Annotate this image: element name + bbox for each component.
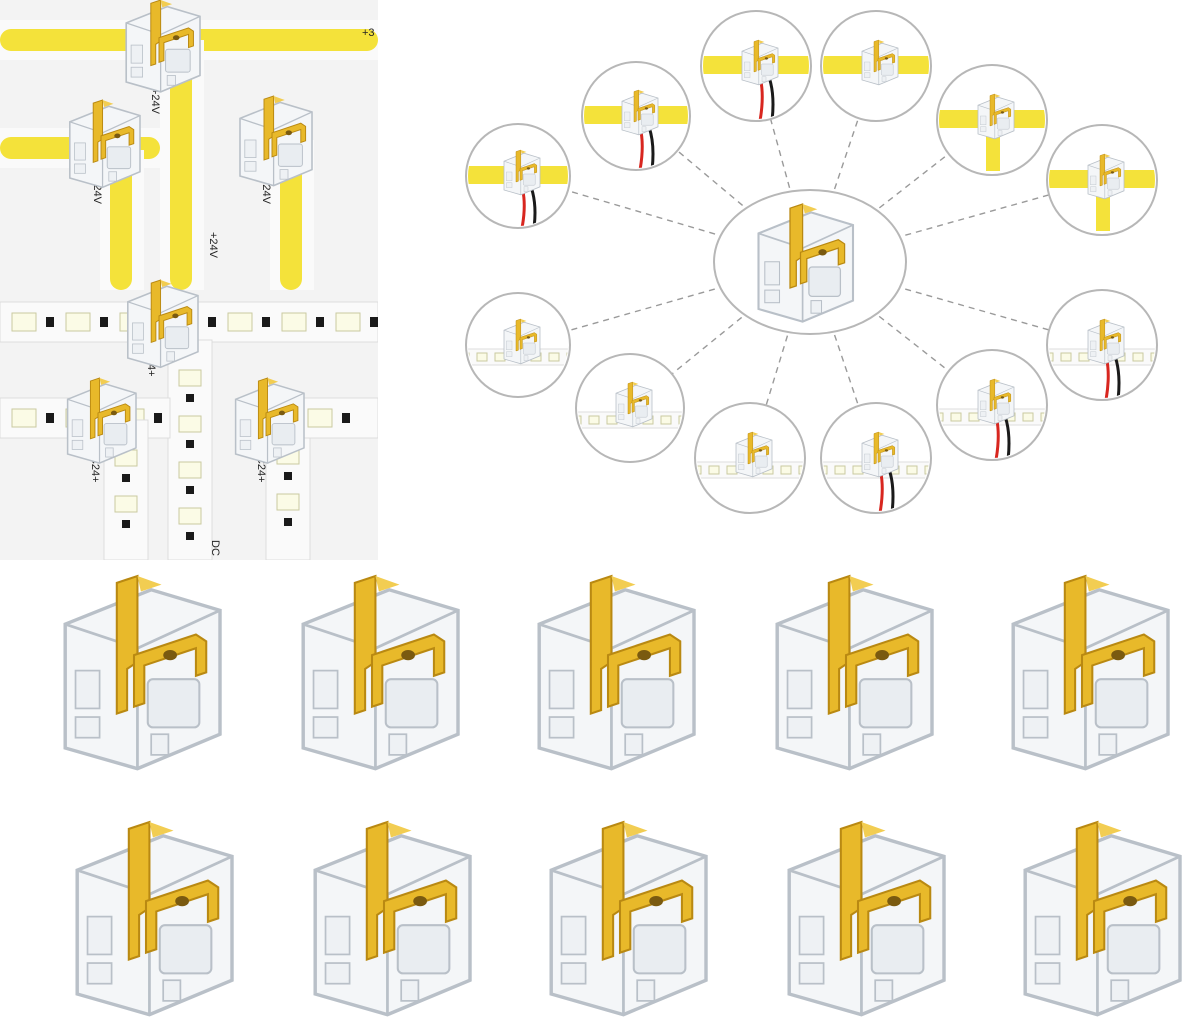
cob-strip-to-wire-icon — [465, 123, 571, 229]
product-connector-10 — [1023, 820, 1182, 1017]
led-chip — [227, 312, 253, 332]
resistor — [370, 317, 378, 327]
mini-connector-icon — [977, 378, 1015, 425]
mini-connector-icon — [741, 39, 779, 86]
led-chip — [178, 461, 202, 479]
resistor — [284, 518, 292, 526]
product-connector-7 — [313, 820, 472, 1017]
smd-strip-to-wire-icon — [1046, 289, 1158, 401]
connector-junction-3 — [239, 95, 313, 187]
led-chip — [276, 493, 300, 511]
mini-connector-icon — [1087, 153, 1125, 200]
led-chip — [114, 495, 138, 513]
led-chip — [65, 312, 91, 332]
resistor — [186, 532, 194, 540]
product-connector-9 — [787, 820, 946, 1017]
mini-connector-icon — [1087, 318, 1125, 365]
resistor — [154, 413, 162, 423]
product-connector-3 — [537, 574, 696, 771]
led-chip — [307, 408, 333, 428]
product-grid — [0, 560, 1200, 1017]
led-chip — [335, 312, 361, 332]
connector-junction-6 — [234, 377, 305, 464]
smd-strip-to-wire-icon — [936, 349, 1048, 461]
connector-junction-2 — [69, 99, 141, 189]
cob-strip-to-wire-icon — [700, 10, 812, 122]
resistor — [186, 440, 194, 448]
connector-junction-4 — [127, 279, 199, 369]
resistor — [316, 317, 324, 327]
product-connector-8 — [549, 820, 708, 1017]
cob-label-4: +24V — [207, 232, 219, 259]
resistor — [122, 520, 130, 528]
mini-connector-icon — [977, 93, 1015, 140]
connector-icon — [757, 203, 855, 323]
resistor — [186, 486, 194, 494]
mini-connector-icon — [503, 318, 541, 365]
cob-strip-to-strip-icon — [820, 10, 932, 122]
product-connector-4 — [775, 574, 934, 771]
led-chip — [281, 312, 307, 332]
cob-strip-to-wire-icon — [581, 61, 691, 171]
resistor — [342, 413, 350, 423]
smd-strip-vertical-main — [167, 339, 213, 560]
mini-connector-icon — [621, 89, 659, 136]
smd-strip-right-stub — [295, 397, 378, 439]
resistor — [186, 394, 194, 402]
connector-junction-5 — [66, 377, 137, 464]
smd-strip-connector-icon — [575, 353, 685, 463]
mini-connector-icon — [615, 381, 653, 428]
resistor — [122, 474, 130, 482]
compatibility-diagram-svg — [465, 10, 1158, 514]
resistor — [262, 317, 270, 327]
smd-label-4: DC — [209, 540, 221, 556]
mini-connector-icon — [503, 149, 541, 196]
connector-junction-1 — [125, 0, 201, 93]
resistor — [46, 317, 54, 327]
smd-strip-connector-icon — [465, 292, 571, 398]
mini-connector-icon — [735, 431, 773, 478]
cob-strip-connector-icon — [1046, 124, 1158, 236]
cob-label-1: +24V — [149, 88, 161, 115]
smd-strip-connector-icon — [694, 402, 806, 514]
led-chip — [11, 312, 37, 332]
smd-strip-to-wire-icon — [820, 402, 932, 514]
product-connector-5 — [1011, 574, 1170, 771]
resistor — [284, 472, 292, 480]
led-chip — [178, 507, 202, 525]
product-connector-2 — [301, 574, 460, 771]
led-chip — [178, 415, 202, 433]
mini-connector-icon — [861, 39, 899, 86]
resistor — [100, 317, 108, 327]
resistor — [208, 317, 216, 327]
product-grid-svg — [63, 574, 1182, 1017]
resistor — [46, 413, 54, 423]
cob-strip-connector-icon — [936, 64, 1048, 176]
cob-edge-label: +3 — [362, 27, 375, 39]
product-connector-1 — [63, 574, 222, 771]
led-chip — [11, 408, 37, 428]
compatibility-diagram — [420, 0, 1200, 560]
mini-connector-icon — [861, 431, 899, 478]
led-chip — [178, 369, 202, 387]
product-connector-6 — [75, 820, 234, 1017]
